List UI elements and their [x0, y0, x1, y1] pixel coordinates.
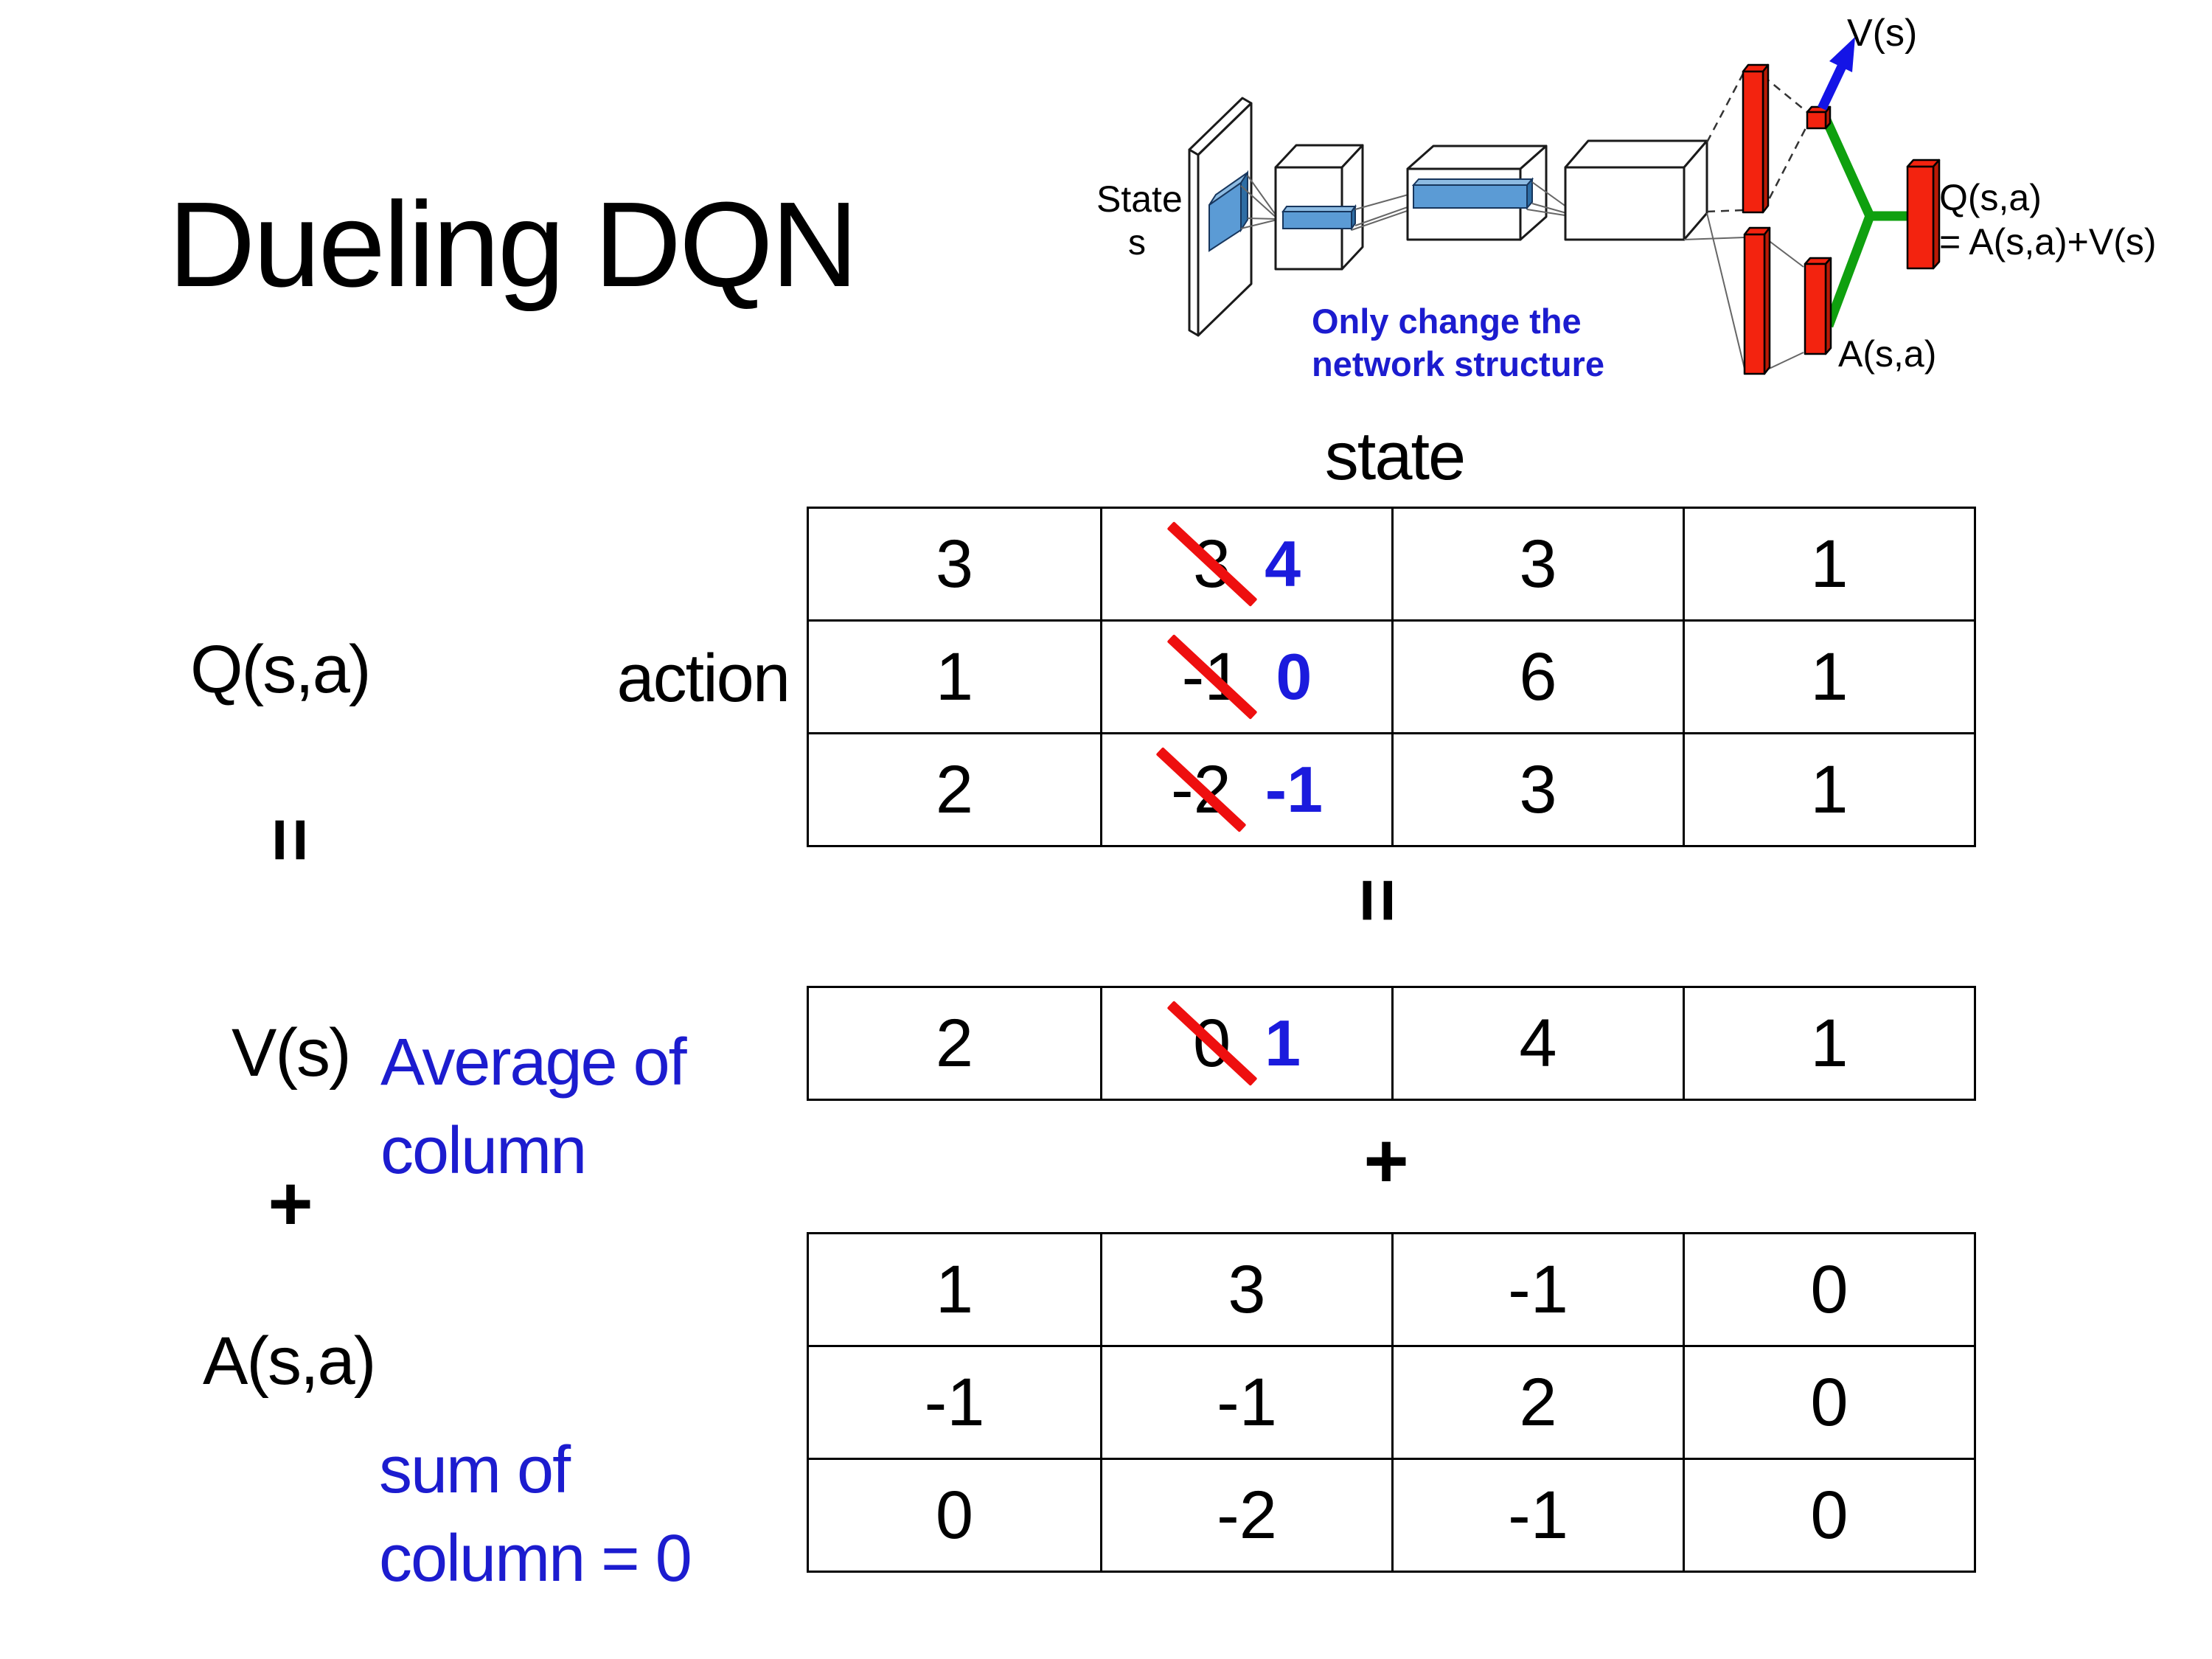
a-cell: 0	[1683, 1345, 1974, 1458]
v-output-arrow	[1818, 37, 1855, 111]
new-value: 4	[1265, 527, 1301, 600]
new-value: 1	[1265, 1006, 1301, 1079]
v-table: 2 0 1 4 1	[807, 986, 1976, 1101]
dashed-connections	[1705, 73, 1809, 213]
solid-connections	[1683, 212, 1804, 372]
action-label: action	[616, 641, 791, 716]
equals-center: =	[1335, 877, 1422, 923]
q-table: 3 3 4 3 1 1 -1 0 6 1 2 -2 -1	[807, 507, 1976, 847]
diagram-q-label: Q(s,a)	[1939, 177, 2042, 218]
sum-of-column-note: sum of column = 0	[379, 1426, 692, 1603]
new-value: -1	[1265, 753, 1324, 826]
diagram-note-line2: network structure	[1312, 344, 1604, 383]
average-of-column-note: Average of column	[380, 1018, 687, 1195]
a-cell: 0	[809, 1458, 1100, 1571]
old-value-wrap: -1	[1166, 634, 1257, 720]
a-cell: 0	[1683, 1458, 1974, 1571]
page-title: Dueling DQN	[168, 177, 858, 312]
v-stream-bar	[1742, 63, 1770, 214]
a-stream-bar	[1743, 226, 1771, 375]
a-cell: -1	[1391, 1234, 1683, 1345]
conv-lines-2	[1351, 192, 1416, 231]
sum-note-line2: column = 0	[379, 1522, 692, 1596]
average-note-line1: Average of	[380, 1026, 687, 1099]
q-cell: 1	[1683, 509, 1974, 619]
q-output-bar	[1906, 159, 1941, 270]
q-cell-struck: -1 0	[1100, 619, 1391, 732]
a-function-label: A(s,a)	[203, 1324, 376, 1399]
diagram-note-line1: Only change the	[1312, 302, 1582, 341]
q-cell-struck: -2 -1	[1100, 732, 1391, 845]
q-cell: 1	[809, 619, 1100, 732]
q-cell: 3	[935, 526, 974, 602]
q-cell: 3	[1391, 509, 1683, 619]
q-cell: 1	[1683, 619, 1974, 732]
sum-note-line1: sum of	[379, 1433, 571, 1507]
equals-left: =	[247, 817, 334, 863]
conv-lines-1	[1240, 175, 1278, 229]
diagram-a-label: A(s,a)	[1838, 333, 1936, 375]
plus-center: +	[1363, 1118, 1409, 1205]
v-cell: 4	[1391, 988, 1683, 1099]
network-diagram: State s V(s) Q(s,a) = A(s,a)+V(s) A(s,a)…	[1096, 12, 2157, 383]
v-cell-struck: 0 1	[1100, 988, 1391, 1099]
v-cell: 2	[935, 1006, 974, 1081]
a-cell: -2	[1100, 1458, 1391, 1571]
q-cell-struck: 3 4	[1100, 509, 1391, 619]
a-cell: 1	[935, 1252, 974, 1327]
combine-junction	[1820, 113, 1907, 328]
a-cell: 2	[1391, 1345, 1683, 1458]
feature-map-1	[1281, 204, 1357, 232]
plus-left: +	[268, 1161, 313, 1248]
diagram-q-formula: = A(s,a)+V(s)	[1939, 221, 2157, 262]
old-value-wrap: -2	[1155, 747, 1247, 832]
a-cell: -1	[1391, 1458, 1683, 1571]
a-cell: -1	[809, 1345, 1100, 1458]
a-cell: 0	[1683, 1234, 1974, 1345]
a-cell: 3	[1100, 1234, 1391, 1345]
old-value-wrap: 0	[1166, 1001, 1257, 1086]
q-cell: 3	[1391, 732, 1683, 845]
average-note-line2: column	[380, 1114, 587, 1188]
old-value-wrap: 3	[1166, 521, 1257, 607]
a-table: 1 3 -1 0 -1 -1 2 0 0 -2 -1 0	[807, 1232, 1976, 1573]
q-function-label: Q(s,a)	[190, 632, 372, 707]
feature-map-2	[1411, 177, 1534, 210]
a-node-bar	[1804, 257, 1832, 355]
new-value: 0	[1276, 640, 1312, 713]
fc-layer-box	[1564, 139, 1708, 241]
state-header: state	[1324, 419, 1466, 494]
v-function-label: V(s)	[232, 1015, 352, 1091]
diagram-state-sub: s	[1128, 223, 1146, 262]
q-cell: 2	[809, 732, 1100, 845]
a-cell: -1	[1100, 1345, 1391, 1458]
q-cell: 6	[1391, 619, 1683, 732]
v-cell: 1	[1683, 988, 1974, 1099]
diagram-state-label: State	[1096, 178, 1183, 220]
v-node	[1806, 105, 1832, 130]
q-cell: 1	[1683, 732, 1974, 845]
diagram-v-label: V(s)	[1847, 12, 1917, 55]
